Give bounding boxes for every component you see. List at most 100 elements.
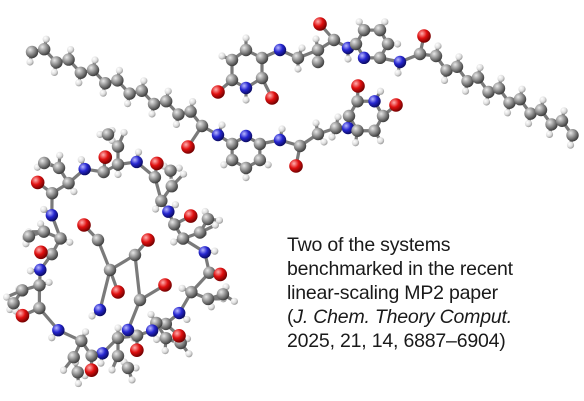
- hydrogen-atom: [242, 96, 250, 104]
- oxygen-atom: [289, 159, 303, 173]
- carbon-atom: [75, 334, 88, 348]
- caption-line-1: Two of the systems: [287, 234, 451, 256]
- hydrogen-atom: [294, 65, 302, 73]
- hydrogen-atom: [97, 359, 105, 367]
- carbon-atom: [103, 263, 117, 277]
- hydrogen-atom: [124, 100, 132, 108]
- carbon-atom: [130, 329, 144, 342]
- hydrogen-atom: [70, 187, 78, 196]
- hydrogen-atom: [99, 89, 107, 97]
- hydrogen-atom: [26, 58, 34, 66]
- carbon-atom: [429, 49, 443, 63]
- carbon-atom: [225, 137, 239, 151]
- hydrogen-atom: [88, 312, 96, 320]
- carbon-atom: [111, 158, 125, 171]
- nitrogen-atom: [121, 323, 135, 337]
- hydrogen-atom: [45, 278, 53, 286]
- carbon-atom: [176, 232, 190, 245]
- carbon-atom: [50, 56, 63, 69]
- carbon-atom: [239, 161, 253, 175]
- hydrogen-atom: [230, 297, 238, 305]
- hydrogen-atom: [151, 205, 160, 213]
- carbon-atom: [440, 64, 453, 77]
- carbon-atom: [349, 37, 363, 51]
- hydrogen-atom: [320, 138, 328, 146]
- oxygen-atom: [84, 363, 99, 377]
- carbon-atom: [293, 139, 307, 153]
- carbon-atom: [373, 51, 387, 65]
- carbon-atom: [311, 127, 325, 141]
- carbon-atom: [99, 77, 112, 90]
- oxygen-atom: [77, 218, 91, 232]
- hydrogen-atom: [132, 364, 140, 372]
- carbon-atom: [255, 71, 269, 85]
- carbon-atom: [91, 233, 105, 247]
- nitrogen-atom: [130, 155, 143, 169]
- oxygen-atom: [211, 85, 225, 99]
- hydrogen-atom: [298, 44, 306, 52]
- hydrogen-atom: [114, 324, 122, 332]
- carbon-atom: [482, 85, 495, 99]
- hydrogen-atom: [120, 128, 128, 137]
- carbon-atom: [128, 248, 142, 262]
- nitrogen-atom: [78, 162, 91, 176]
- hydrogen-atom: [220, 161, 228, 169]
- carbon-atom: [62, 176, 75, 190]
- hydrogen-atom: [170, 238, 178, 246]
- oxygen-atom: [181, 140, 195, 154]
- nitrogen-atom: [211, 128, 225, 142]
- carbon-atom: [203, 266, 216, 279]
- carbon-atom: [111, 349, 125, 363]
- hydrogen-atom: [376, 137, 385, 145]
- oxygen-atom: [265, 91, 279, 105]
- hydrogen-atom: [455, 53, 463, 61]
- hydrogen-atom: [476, 64, 484, 72]
- hydrogen-atom: [503, 109, 512, 117]
- carbon-atom: [16, 284, 29, 297]
- hydrogen-atom: [161, 347, 169, 355]
- hydrogen-atom: [81, 328, 90, 336]
- carbon-atom: [133, 293, 147, 307]
- carbon-atom: [97, 165, 110, 179]
- nitrogen-atom: [273, 43, 287, 57]
- carbon-atom: [62, 53, 75, 66]
- carbon-atom: [461, 75, 474, 88]
- caption-journal: J. Chem. Theory Comput.: [293, 306, 512, 328]
- hydrogen-atom: [278, 125, 286, 133]
- oxygen-atom: [417, 29, 431, 43]
- hydrogen-atom: [67, 46, 75, 54]
- hydrogen-atom: [96, 130, 104, 139]
- oxygen-atom: [183, 209, 198, 223]
- caption-line-5: 2025, 21, 14, 6887–6904): [287, 330, 506, 352]
- hydrogen-atom: [381, 18, 389, 26]
- carbon-atom: [555, 114, 569, 128]
- oxygen-atom: [130, 343, 144, 357]
- hydrogen-atom: [115, 66, 123, 74]
- carbon-atom: [513, 93, 527, 106]
- carbon-atom: [195, 119, 209, 133]
- hydrogen-atom: [482, 98, 491, 106]
- nitrogen-atom: [93, 303, 107, 317]
- oxygen-atom: [34, 245, 48, 260]
- hydrogen-atom: [75, 79, 83, 87]
- hydrogen-atom: [183, 315, 191, 324]
- carbon-atom: [413, 47, 427, 61]
- hydrogen-atom: [134, 148, 143, 156]
- oxygen-atom: [213, 267, 228, 282]
- carbon-atom: [524, 107, 537, 120]
- oxygen-atom: [172, 328, 186, 343]
- carbon-atom: [54, 232, 67, 245]
- nitrogen-atom: [368, 95, 381, 108]
- hydrogen-atom: [560, 107, 568, 115]
- nitrogen-atom: [341, 121, 355, 135]
- hydrogen-atom: [175, 164, 183, 172]
- carbon-atom: [111, 74, 124, 87]
- nitrogen-atom: [239, 81, 253, 95]
- oxygen-atom: [389, 98, 403, 112]
- hydrogen-atom: [211, 221, 219, 229]
- carbon-atom: [201, 292, 215, 306]
- carbon-atom: [545, 118, 558, 131]
- hydrogen-atom: [91, 56, 99, 64]
- caption-line-2: benchmarked in the recent: [287, 258, 513, 280]
- oxygen-atom: [141, 233, 155, 247]
